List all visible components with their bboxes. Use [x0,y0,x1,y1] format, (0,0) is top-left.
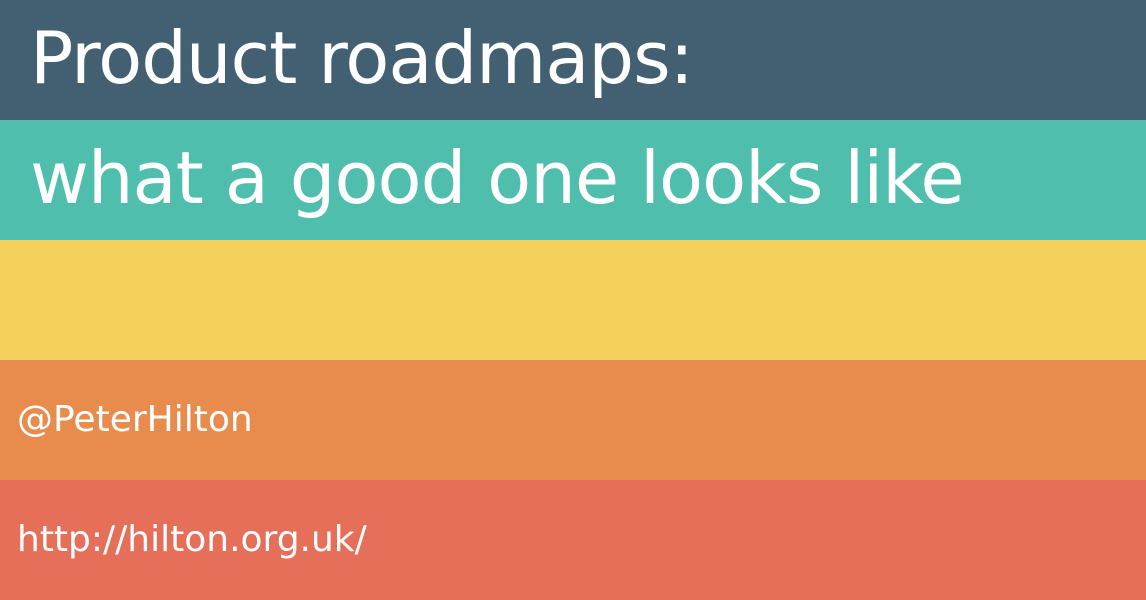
url-band: http://hilton.org.uk/ [0,480,1146,600]
author-band: @PeterHilton [0,360,1146,480]
slide-title: Product roadmaps: [30,16,694,100]
subtitle-band: what a good one looks like [0,120,1146,240]
title-band-top: Product roadmaps: [0,0,1146,120]
empty-band [0,240,1146,360]
slide-subtitle: what a good one looks like [30,136,965,220]
author-url: http://hilton.org.uk/ [17,519,367,560]
author-handle: @PeterHilton [17,399,253,440]
